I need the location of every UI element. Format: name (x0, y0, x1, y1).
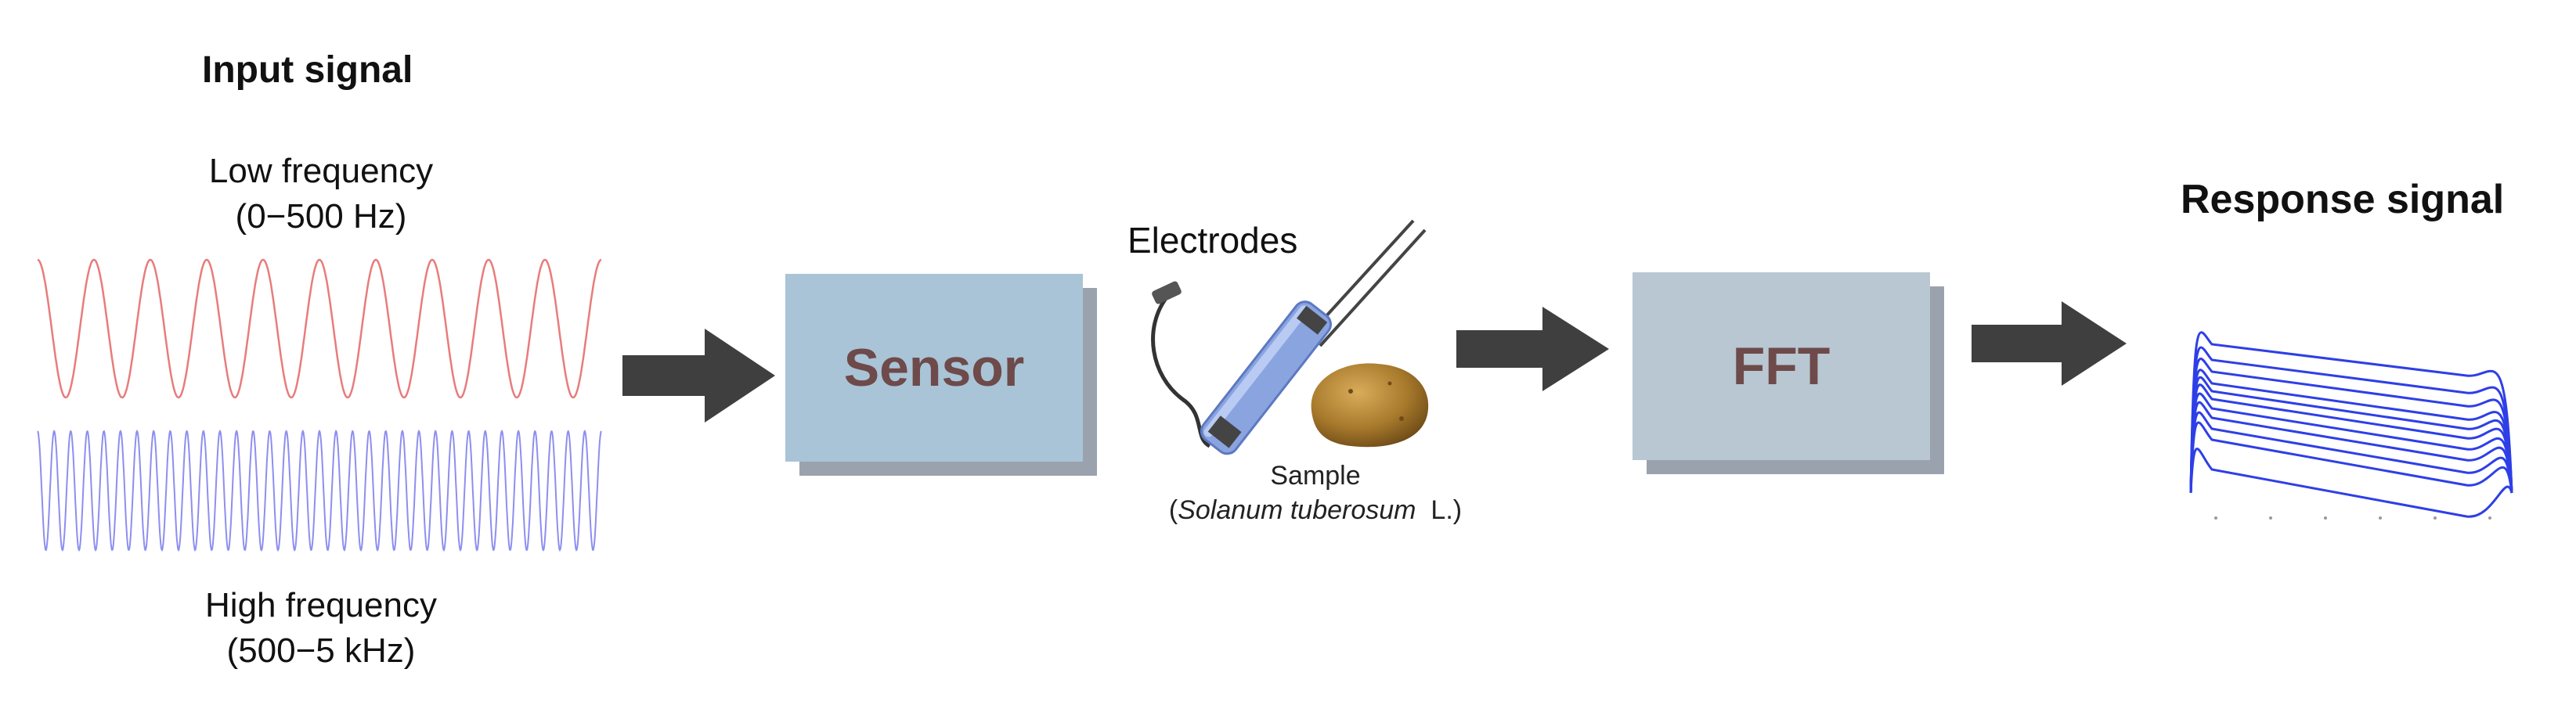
axis-tick-dot (2269, 516, 2272, 520)
response-curve (2189, 401, 2513, 494)
response-signal-plot (2189, 331, 2513, 520)
low-frequency-range: (0−500 Hz) (235, 197, 407, 236)
axis-tick-dot (2214, 516, 2217, 520)
low-frequency-wave (37, 258, 602, 399)
sensor-label: Sensor (785, 274, 1083, 462)
input-signal-title: Input signal (202, 49, 413, 91)
sample-species-line: (Solanum tuberosum L.) (1151, 493, 1480, 527)
low-frequency-label: Low frequency (0−500 Hz) (157, 149, 485, 239)
high-frequency-wave (37, 429, 602, 552)
axis-tick-dot (2433, 516, 2437, 520)
response-curve (2189, 421, 2513, 494)
response-curve (2189, 448, 2513, 518)
response-signal-title: Response signal (2181, 177, 2505, 222)
arrow-right-icon (1456, 307, 1609, 391)
potato-sample-icon (1311, 363, 1429, 448)
response-curve (2189, 383, 2513, 494)
electrodes-label: Electrodes (1127, 220, 1298, 261)
axis-tick-dot (2488, 516, 2491, 520)
electrode-probe-icon (1151, 219, 1427, 455)
high-frequency-range: (500−5 kHz) (226, 631, 416, 670)
arrow-right-icon (622, 329, 775, 423)
response-curve (2189, 392, 2513, 494)
sample-species-prefix: ( (1168, 495, 1178, 525)
response-curve (2189, 411, 2513, 494)
fft-box: FFT (1633, 272, 1944, 474)
sensor-box: Sensor (785, 274, 1097, 476)
fft-label: FFT (1633, 272, 1930, 460)
sample-species: Solanum tuberosum (1178, 495, 1416, 525)
arrow-right-icon (1972, 301, 2127, 386)
sample-label: Sample (Solanum tuberosum L.) (1151, 459, 1480, 527)
sample-title: Sample (1270, 461, 1361, 491)
low-frequency-name: Low frequency (208, 152, 434, 190)
axis-tick-dot (2379, 516, 2382, 520)
sample-species-suffix: L.) (1431, 495, 1463, 525)
axis-tick-dot (2324, 516, 2327, 520)
high-frequency-label: High frequency (500−5 kHz) (157, 583, 485, 674)
high-frequency-name: High frequency (205, 586, 437, 624)
